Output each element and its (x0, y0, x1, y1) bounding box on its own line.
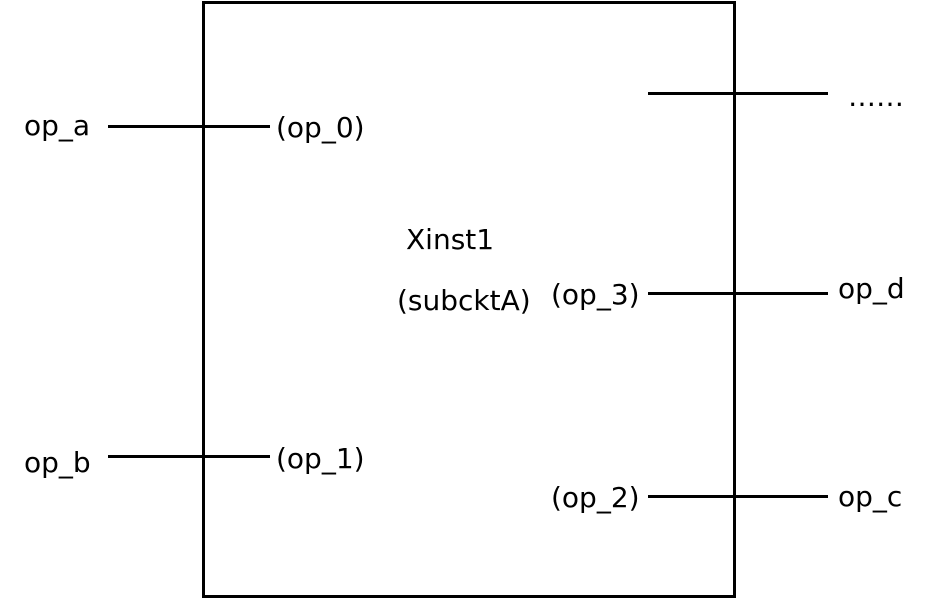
instance-subckt-name: (subcktA) (397, 284, 531, 317)
net-label-op-d: op_d (838, 272, 905, 305)
instance-name: Xinst1 (406, 223, 495, 256)
net-label-op-c: op_c (838, 480, 903, 513)
port-label-op-1: (op_1) (276, 442, 365, 475)
port-label-op-3: (op_3) (551, 278, 640, 311)
wire-more (648, 92, 828, 95)
wire-op-d (648, 292, 828, 295)
net-label-op-b: op_b (24, 446, 91, 479)
wire-op-b (108, 455, 270, 458)
wire-op-a (108, 125, 270, 128)
port-label-op-2: (op_2) (551, 481, 640, 514)
port-label-op-0: (op_0) (276, 111, 365, 144)
net-label-more-ellipsis: …… (848, 80, 904, 113)
net-label-op-a: op_a (24, 109, 91, 142)
wire-op-c (648, 495, 828, 498)
